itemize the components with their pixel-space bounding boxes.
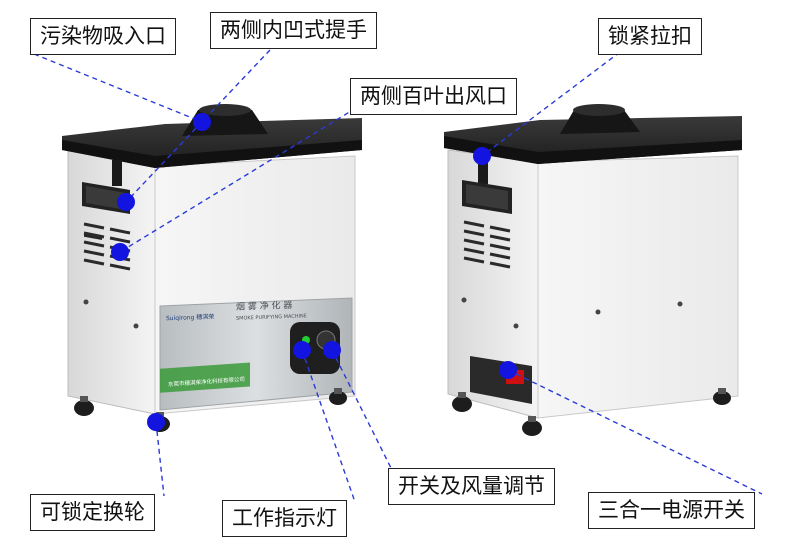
callout-power: 三合一电源开关 [588,492,755,529]
leader-lines [33,49,763,503]
marker-intake [193,113,211,131]
callout-handle: 两侧内凹式提手 [210,12,377,49]
marker-lock [473,147,491,165]
panel-brand: Suiqirong 穗淇荣 [166,313,214,323]
callout-intake: 污染物吸入口 [30,18,176,55]
marker-power [499,361,517,379]
callout-louver: 两侧百叶出风口 [350,78,517,115]
callout-markers [111,113,517,431]
callout-wheel: 可锁定换轮 [30,494,155,531]
marker-louver [111,243,129,261]
marker-switch [323,341,341,359]
panel-subtitle: SMOKE PURIFYING MACHINE [236,313,307,321]
marker-wheel [147,413,165,431]
callout-indicator: 工作指示灯 [222,500,347,537]
marker-handle [117,193,135,211]
callout-switch: 开关及风量调节 [388,468,555,505]
callout-lock: 锁紧拉扣 [598,18,702,55]
right-unit [444,104,742,436]
panel-title: 烟 雾 净 化 器 [236,299,292,313]
marker-indicator [293,341,311,359]
